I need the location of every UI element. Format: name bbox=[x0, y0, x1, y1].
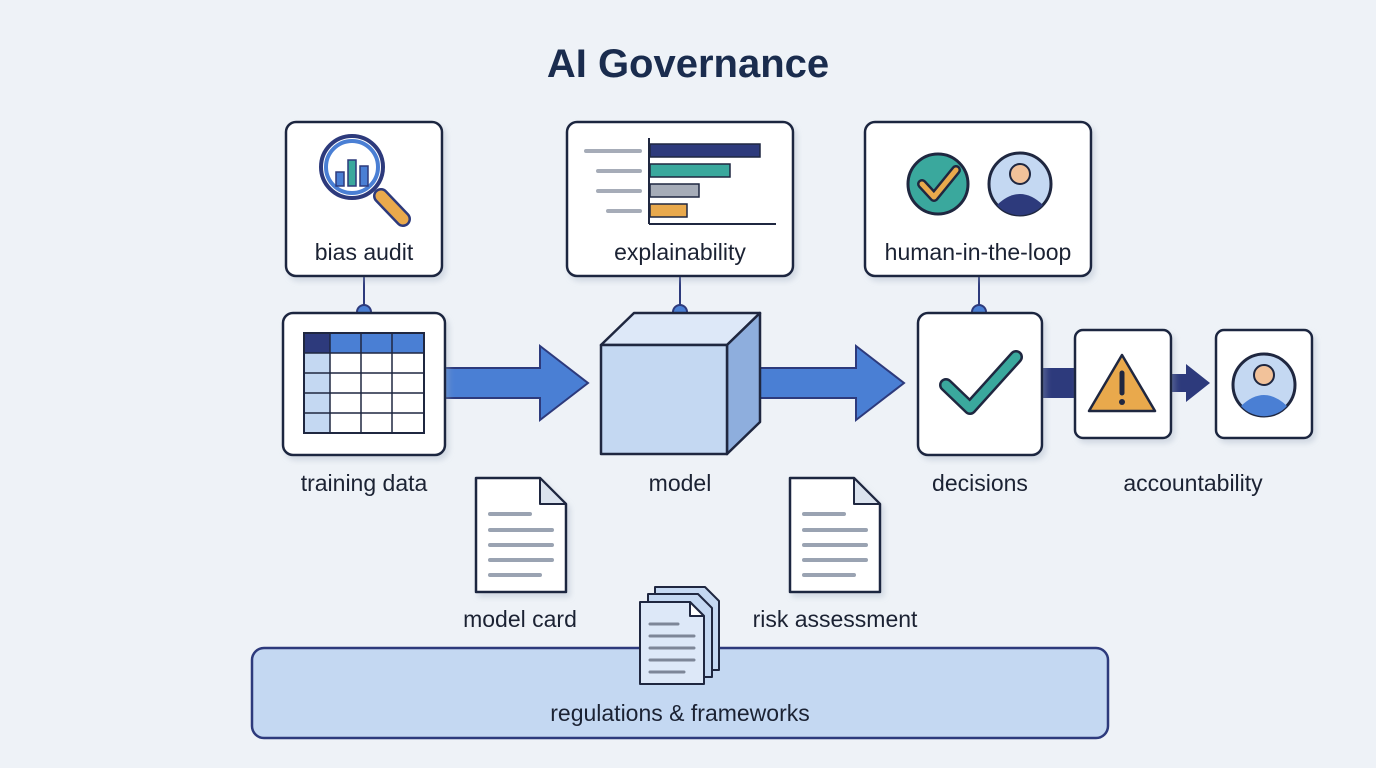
approval-check-icon bbox=[906, 152, 970, 216]
arrow-model-to-decisions bbox=[759, 343, 906, 423]
model-card-document-icon bbox=[474, 476, 568, 594]
magnifier-chart-icon bbox=[319, 134, 411, 227]
decisions-label: decisions bbox=[932, 470, 1028, 496]
human-in-the-loop-card bbox=[863, 120, 1093, 278]
feature-importance-chart-icon bbox=[584, 138, 776, 225]
model-cube-icon bbox=[599, 311, 762, 456]
accountability-label: accountability bbox=[1123, 470, 1263, 496]
document-stack-icon bbox=[639, 586, 720, 685]
explainability-label: explainability bbox=[614, 239, 746, 265]
risk-assessment-label: risk assessment bbox=[752, 606, 918, 632]
risk-assessment-document-icon bbox=[788, 476, 882, 594]
arrow-data-to-model bbox=[443, 343, 590, 423]
accountability-warning-card bbox=[1073, 328, 1173, 440]
regulations-frameworks-label: regulations & frameworks bbox=[550, 700, 810, 726]
bias-audit-card bbox=[284, 120, 444, 278]
reviewer-person-icon bbox=[987, 151, 1053, 217]
model-card-label: model card bbox=[463, 606, 577, 632]
model-label: model bbox=[648, 470, 712, 496]
diagram-title: AI Governance bbox=[546, 42, 830, 86]
arrow-to-person bbox=[1172, 364, 1210, 402]
accountable-person-icon bbox=[1231, 352, 1297, 418]
data-table-icon bbox=[303, 332, 425, 434]
flow-arrows bbox=[443, 343, 1210, 423]
connector-decisions-accountability bbox=[1043, 368, 1074, 398]
training-data-label: training data bbox=[300, 470, 428, 496]
human-in-the-loop-label: human-in-the-loop bbox=[884, 239, 1072, 265]
explainability-card bbox=[565, 120, 795, 278]
training-data-card bbox=[281, 311, 447, 457]
warning-icon bbox=[1087, 353, 1157, 413]
decisions-card bbox=[916, 311, 1044, 457]
bias-audit-label: bias audit bbox=[314, 239, 414, 265]
accountable-person-card bbox=[1214, 328, 1314, 440]
